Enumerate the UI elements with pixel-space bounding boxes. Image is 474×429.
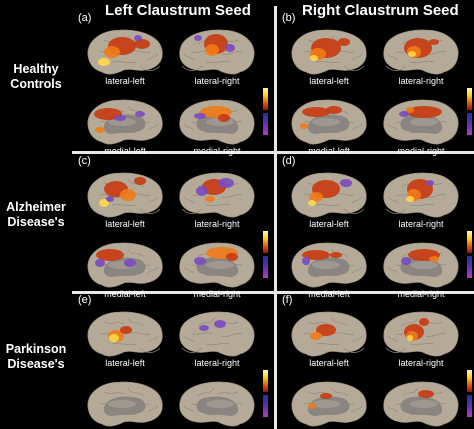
colorbar-positive-scale	[263, 88, 268, 110]
colorbar	[263, 370, 268, 418]
view-label-lateral-right: lateral-right	[194, 219, 240, 229]
colorbar-negative-scale	[467, 256, 472, 278]
panel-e: (e)lateral-leftlateral-rightmedial-leftm…	[76, 294, 270, 429]
column-title-right-seed: Right Claustrum Seed	[302, 2, 459, 19]
view-label-medial-right: medial-right	[193, 146, 241, 156]
brain-medial-right-image	[378, 378, 464, 429]
brain-lateral-left-image	[286, 169, 372, 221]
panel-letter: (f)	[282, 294, 293, 306]
brain-medial-left-image	[82, 378, 168, 429]
row-label-line: Parkinson	[5, 342, 67, 356]
view-label-lateral-right: lateral-right	[398, 219, 444, 229]
view-label-medial-left: medial-left	[104, 146, 146, 156]
panel-f: (f)lateral-leftlateral-rightmedial-leftm…	[280, 294, 474, 429]
brain-lateral-left-image	[82, 169, 168, 221]
view-label-lateral-right: lateral-right	[398, 76, 444, 86]
row-label-line: Disease's	[7, 357, 65, 371]
brain-lateral-right-image	[174, 308, 260, 360]
brain-medial-right-image	[174, 378, 260, 429]
view-label-lateral-left: lateral-left	[309, 76, 349, 86]
brain-medial-left-image	[286, 239, 372, 291]
brain-medial-right-image	[174, 239, 260, 291]
row-label-parkinson: Parkinson Disease's	[0, 342, 72, 372]
view-label-lateral-left: lateral-left	[105, 76, 145, 86]
row-label-line: Disease's	[7, 215, 65, 229]
brain-lateral-right-image	[174, 169, 260, 221]
colorbar-positive-scale	[467, 88, 472, 110]
panel-letter: (e)	[78, 294, 92, 306]
view-label-medial-right: medial-right	[397, 289, 445, 299]
brain-lateral-left-image	[82, 308, 168, 360]
view-label-lateral-left: lateral-left	[309, 358, 349, 368]
panel-letter: (c)	[78, 155, 91, 167]
view-label-medial-left: medial-left	[104, 289, 146, 299]
colorbar-negative-scale	[467, 395, 472, 417]
vertical-divider	[274, 6, 277, 429]
row-label-line: Alzheimer	[6, 200, 66, 214]
brain-lateral-left-image	[286, 308, 372, 360]
row-label-line: Healthy	[13, 62, 59, 76]
view-label-medial-right: medial-right	[193, 289, 241, 299]
colorbar	[467, 88, 472, 136]
colorbar-positive-scale	[467, 370, 472, 392]
view-label-lateral-right: lateral-right	[194, 76, 240, 86]
view-label-lateral-right: lateral-right	[194, 358, 240, 368]
brain-medial-right-image	[378, 96, 464, 148]
panel-letter: (d)	[282, 155, 296, 167]
colorbar-negative-scale	[467, 113, 472, 135]
colorbar	[467, 370, 472, 418]
brain-lateral-right-image	[378, 26, 464, 78]
view-label-lateral-left: lateral-left	[309, 219, 349, 229]
colorbar	[263, 231, 268, 279]
view-label-lateral-left: lateral-left	[105, 358, 145, 368]
colorbar-negative-scale	[263, 395, 268, 417]
horizontal-divider-2	[72, 291, 474, 294]
brain-medial-right-image	[378, 239, 464, 291]
row-label-alzheimer: Alzheimer Disease's	[0, 200, 72, 230]
brain-medial-left-image	[82, 96, 168, 148]
row-label-healthy-controls: Healthy Controls	[0, 62, 72, 92]
panel-c: (c) lateral-left lateral-right medial-left m…	[76, 155, 270, 299]
brain-medial-left-image	[286, 96, 372, 148]
brain-lateral-right-image	[378, 169, 464, 221]
brain-lateral-left-image	[286, 26, 372, 78]
brain-lateral-left-image	[82, 26, 168, 78]
view-label-medial-right: medial-right	[397, 146, 445, 156]
view-label-medial-left: medial-left	[308, 289, 350, 299]
panel-letter: (b)	[282, 12, 296, 24]
colorbar-negative-scale	[263, 113, 268, 135]
brain-medial-left-image	[82, 239, 168, 291]
panel-b: (b) lateral-left lateral-right medial-left m…	[280, 12, 474, 156]
colorbar-positive-scale	[467, 231, 472, 253]
colorbar	[263, 88, 268, 136]
colorbar-positive-scale	[263, 231, 268, 253]
colorbar-positive-scale	[263, 370, 268, 392]
brain-medial-right-image	[174, 96, 260, 148]
colorbar-negative-scale	[263, 256, 268, 278]
brain-lateral-right-image	[378, 308, 464, 360]
panel-d: (d) lateral-left lateral-right medial-left m…	[280, 155, 474, 299]
horizontal-divider-1	[72, 151, 474, 154]
view-label-lateral-left: lateral-left	[105, 219, 145, 229]
panel-a: (a) lateral-left lateral-right medial-left m…	[76, 12, 270, 156]
row-label-line: Controls	[10, 77, 62, 91]
column-title-left-seed: Left Claustrum Seed	[105, 2, 251, 19]
view-label-medial-left: medial-left	[308, 146, 350, 156]
panel-letter: (a)	[78, 12, 92, 24]
colorbar	[467, 231, 472, 279]
brain-lateral-right-image	[174, 26, 260, 78]
brain-medial-left-image	[286, 378, 372, 429]
view-label-lateral-right: lateral-right	[398, 358, 444, 368]
